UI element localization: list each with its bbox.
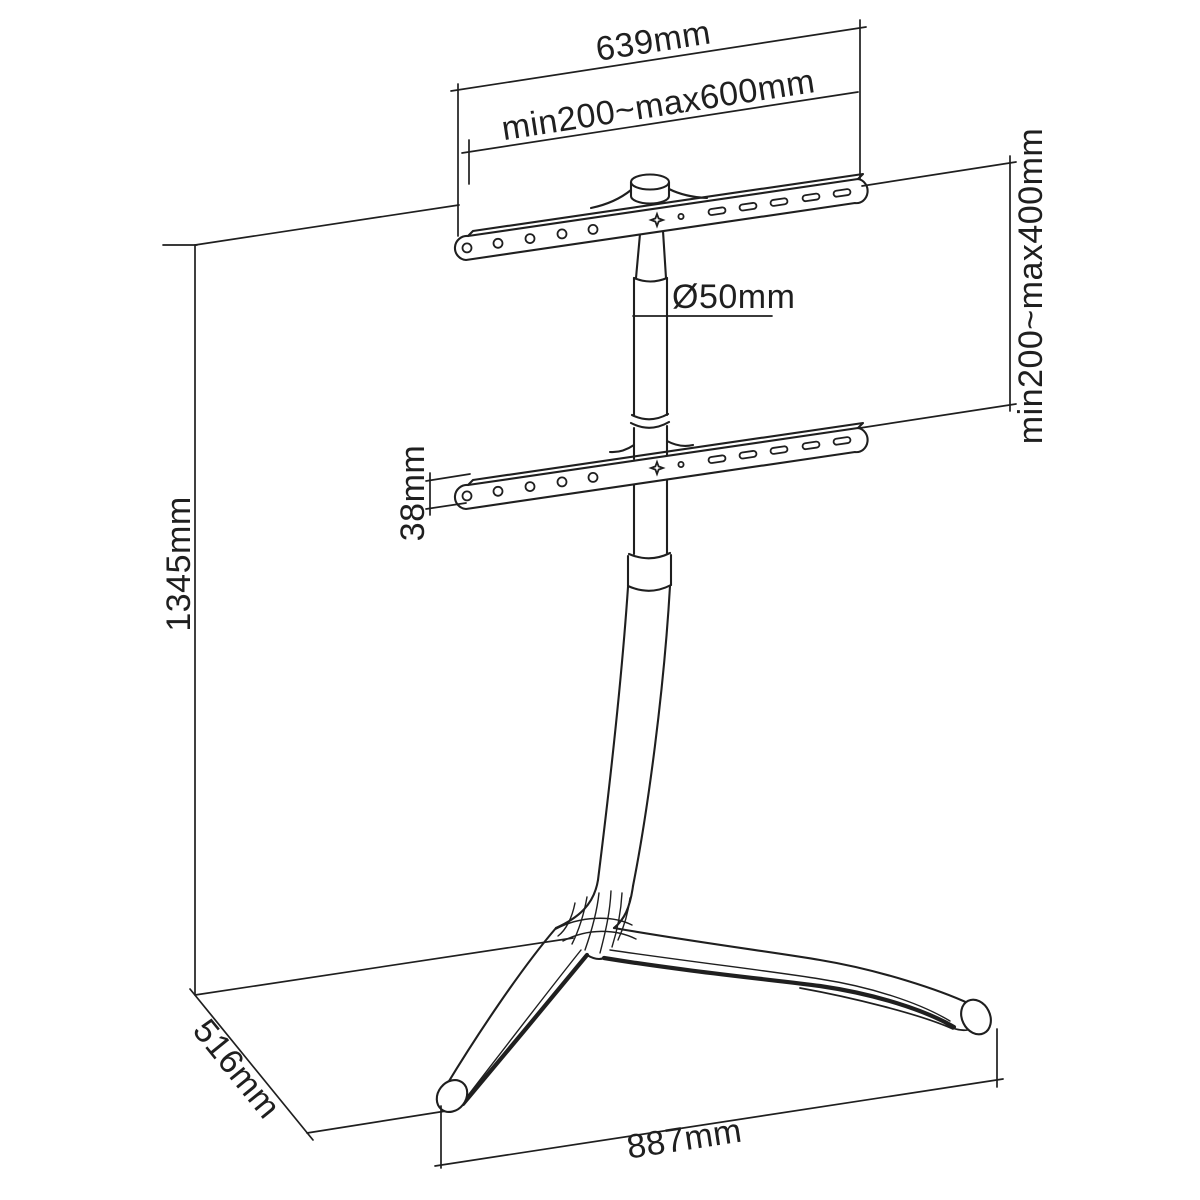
lower-bracket-flange-right: [665, 439, 695, 447]
dim-vesa-height-ext-top: [861, 161, 1017, 187]
pole-collar1-bottom: [629, 420, 671, 429]
left-leg-end-cap: [435, 1079, 469, 1113]
dim-base-width: 887mm: [434, 1028, 1004, 1169]
left-leg-top-edge: [444, 926, 558, 1088]
dim-base-depth: 516mm: [185, 988, 314, 1141]
floor-back-edge: [194, 937, 574, 996]
lower-bracket-holes: [461, 460, 685, 502]
top-vesa-bracket: [453, 172, 869, 262]
dim-total-height: 1345mm: [160, 204, 460, 996]
dim-vesa-width-label: min200~max600mm: [499, 62, 818, 148]
pole: [596, 229, 673, 888]
top-bracket-cross-hole: [648, 211, 666, 229]
lower-bracket-slots: [707, 436, 852, 464]
dim-total-height-ext-top: [194, 204, 460, 246]
junction-mesh: [555, 890, 637, 954]
dim-bracket-thickness-ext-top: [425, 473, 471, 482]
dim-bracket-thickness-label: 38mm: [394, 445, 432, 541]
lower-bracket-top-face: [466, 421, 865, 487]
dim-base-depth-line: [189, 988, 314, 1141]
right-leg-top-edge: [612, 926, 972, 1006]
lower-bracket-cross-hole: [648, 459, 666, 477]
pole-neck-seam: [632, 276, 669, 283]
junction-bottom-edge: [585, 953, 606, 961]
top-bracket-holes: [461, 212, 685, 254]
dim-bracket-thickness: 38mm: [394, 445, 471, 541]
lower-vesa-bracket: [453, 421, 869, 511]
lower-bracket-flange-left: [608, 443, 636, 454]
pole-collar1-top: [630, 412, 670, 421]
junction-right-flare: [612, 884, 635, 930]
floor-plane-lines: [194, 937, 954, 1134]
right-leg-inner-line: [609, 949, 951, 1022]
dim-base-width-label: 887mm: [624, 1112, 744, 1167]
dim-bracket-thickness-ext-bottom: [425, 502, 467, 510]
pivot-skirt-right: [667, 187, 709, 200]
dim-pole-diameter: Ø50mm: [632, 278, 795, 317]
base-legs: [435, 878, 992, 1113]
dim-vesa-height: min200~max400mm: [859, 128, 1050, 444]
dim-vesa-height-label: min200~max400mm: [1012, 128, 1050, 444]
right-leg-bottom-edge: [601, 955, 957, 1030]
pivot-cap-top: [629, 173, 671, 191]
left-leg-bottom-edge: [460, 952, 590, 1107]
dim-vesa-height-ext-bottom: [859, 403, 1017, 429]
pole-neck-left: [634, 232, 642, 280]
pole-collar2-top: [627, 551, 672, 560]
pole-neck-right: [661, 229, 668, 280]
dim-base-width-line: [434, 1078, 1004, 1167]
top-bracket-slots: [707, 188, 852, 216]
dim-pole-diameter-label: Ø50mm: [672, 278, 795, 316]
left-leg-inner-line: [465, 949, 582, 1099]
column-right-edge: [631, 584, 672, 888]
dim-vesa-width-line: [461, 91, 859, 154]
floor-front-left-edge: [306, 1110, 447, 1134]
column-left-edge: [596, 585, 630, 882]
dim-total-height-label: 1345mm: [160, 496, 198, 631]
right-leg-shadow: [944, 1024, 973, 1032]
dim-base-depth-label: 516mm: [185, 1012, 287, 1126]
pole-collar2-bottom: [626, 583, 673, 592]
dim-top-width-line: [450, 26, 867, 92]
right-leg-end-cap: [960, 998, 992, 1036]
floor-right-edge: [799, 987, 954, 1030]
pivot-skirt-left: [589, 188, 633, 210]
